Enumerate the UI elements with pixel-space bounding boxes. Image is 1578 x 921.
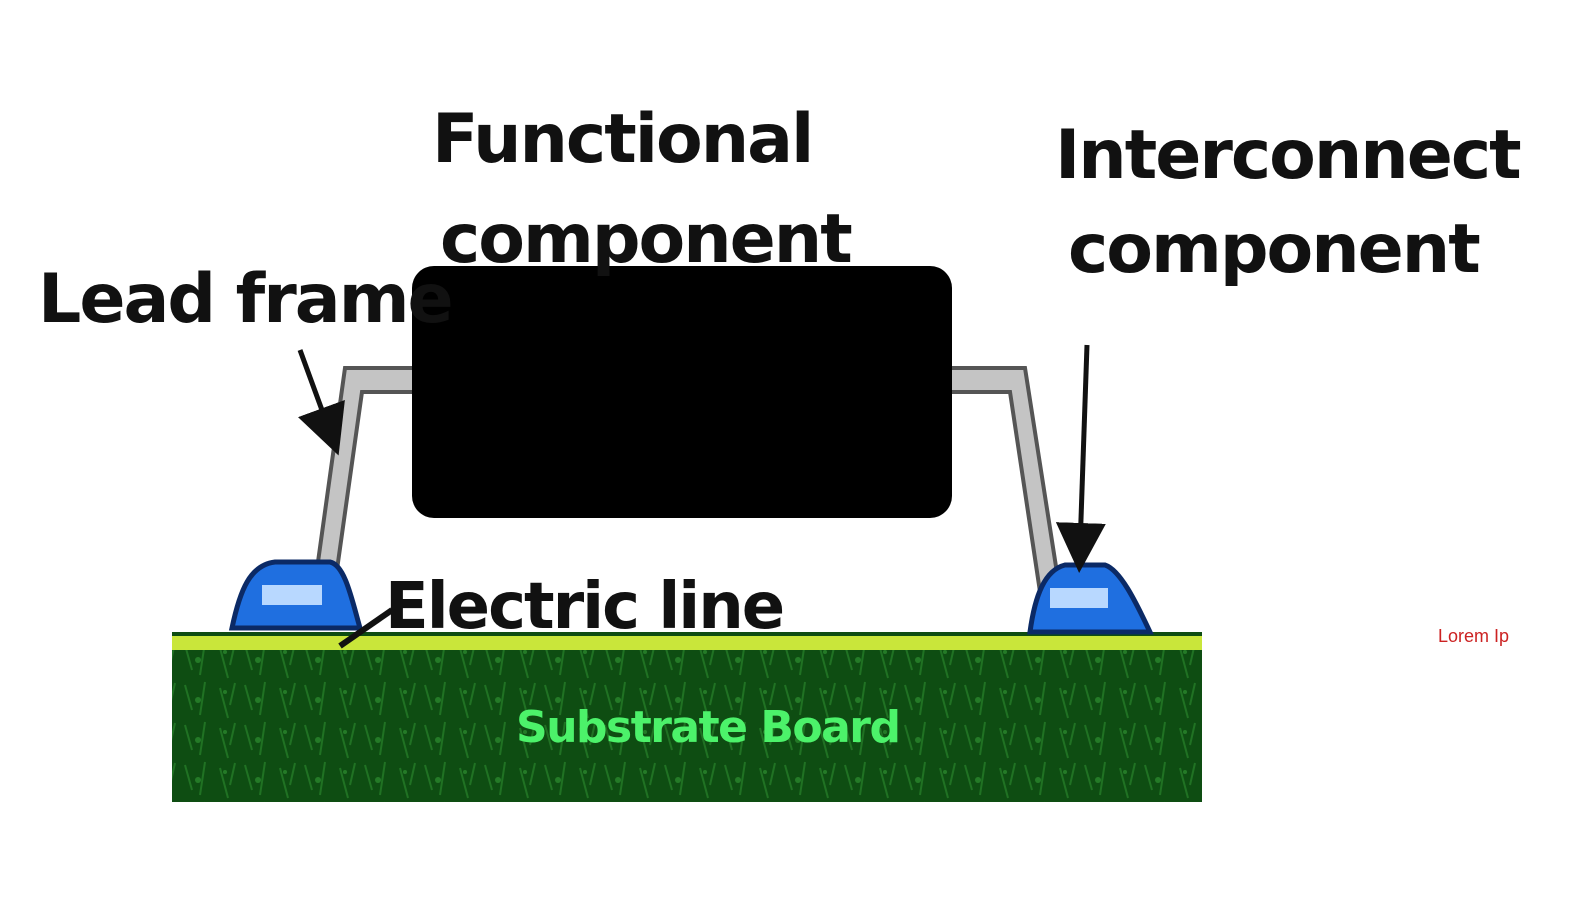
electric-line-pointer (338, 607, 394, 649)
right-lead-frame (948, 366, 1065, 607)
lead-frame-arrow (297, 349, 345, 456)
right-solder-highlight (1050, 588, 1108, 608)
functional-label-line1: Functional (432, 100, 812, 179)
interconnect-label-line2: component (1068, 210, 1479, 289)
electric-line-edge (172, 632, 1202, 636)
electric-line-label: Electric line (385, 570, 783, 644)
functional-label-line2: component (440, 200, 851, 279)
interconnect-label-line1: Interconnect (1055, 116, 1520, 195)
substrate-board (172, 650, 1202, 802)
substrate-board-label: Substrate Board (516, 702, 899, 753)
lorem-text: Lorem Ip (1438, 626, 1509, 646)
electric-line-trace (172, 636, 1202, 650)
functional-component-body (412, 266, 952, 518)
lead-frame-label: Lead frame (38, 260, 452, 339)
left-solder-highlight (262, 585, 322, 605)
interconnect-arrow (1055, 344, 1106, 573)
